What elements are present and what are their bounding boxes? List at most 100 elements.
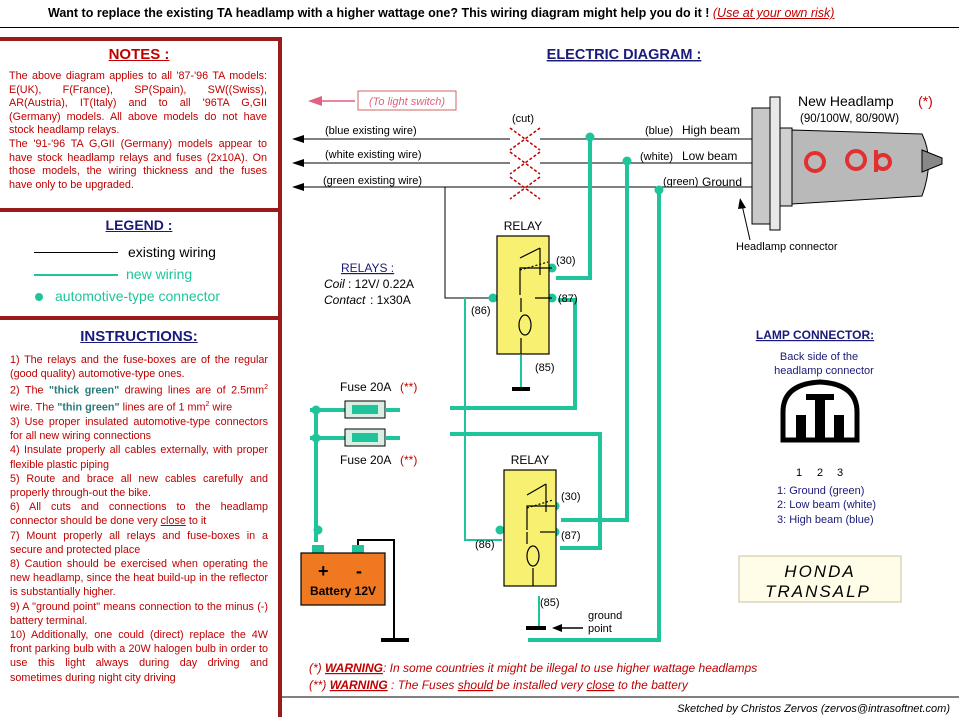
warning2-text-a: : The Fuses — [388, 678, 458, 692]
lamp-blue: (blue) — [645, 125, 673, 137]
cut-label: (cut) — [512, 113, 534, 125]
headlamp-title: New Headlamp — [798, 93, 894, 109]
battery-label: Battery 12V — [310, 584, 376, 598]
relays-coil-val: : 12V/ 0.22A — [348, 277, 414, 291]
warning1-mark: (*) — [309, 661, 322, 675]
legend-new-line — [34, 274, 118, 276]
warning2-label: WARNING — [330, 678, 388, 692]
left-column-divider — [278, 37, 282, 717]
headlamp-wattage: (90/100W, 80/90W) — [800, 113, 899, 125]
relay2-pin86: (86) — [475, 539, 495, 551]
new-wires-thin — [464, 298, 540, 628]
battery-body — [300, 552, 386, 606]
headlamp-connector-pointer-head — [738, 198, 746, 209]
lamp-connector-shape — [780, 379, 860, 443]
battery-terminal-minus — [352, 545, 364, 553]
relays-coil-label: Coil — [324, 277, 345, 291]
instructions-body: 1) The relays and the fuse-boxes are of … — [10, 353, 268, 685]
warning1-label: WARNING — [325, 661, 383, 675]
instr-2-i: wire — [209, 401, 233, 414]
logo-box — [738, 555, 902, 603]
page-header: Want to replace the existing TA headlamp… — [48, 6, 834, 20]
instr-5: 5) Route and brace all new cables carefu… — [10, 472, 268, 500]
relays-title: RELAYS : — [341, 261, 394, 275]
lamp-connector-pin-1: 1 — [796, 467, 802, 479]
relay2-pin30: (30) — [561, 491, 581, 503]
existing-wire-arrowheads — [292, 135, 304, 191]
wire-white-existing: (white existing wire) — [325, 149, 422, 161]
instr-2-thick: "thick green" — [48, 385, 120, 397]
relay1-label: RELAY — [504, 219, 542, 233]
diagram-title: ELECTRIC DIAGRAM : — [547, 47, 702, 63]
warning2-text-c: to the battery — [615, 678, 689, 692]
warning2-mark: (**) — [309, 678, 326, 692]
warning1: (*) WARNING: In some countries it might … — [309, 661, 757, 675]
warning2: (**) WARNING : The Fuses should be insta… — [309, 678, 689, 692]
relay1-internals — [518, 247, 552, 354]
legend-connector-dot — [35, 293, 43, 301]
warning2-text-b: be installed very — [493, 678, 586, 692]
relay1-pin85: (85) — [535, 362, 555, 374]
lamp-connector-p1: 1: Ground (green) — [777, 485, 864, 497]
fuse1-label: Fuse 20A — [340, 380, 391, 394]
ground-point-arrow-head — [552, 624, 562, 632]
relay1-pin30: (30) — [556, 255, 576, 267]
new-wires-thick — [310, 135, 661, 642]
lamp-high: High beam — [682, 123, 740, 137]
headlamp-connector-pointer — [741, 204, 751, 241]
fuse1-mark: (**) — [400, 380, 417, 394]
instr-6-c: to it — [185, 515, 207, 528]
header-risk: (Use at your own risk) — [712, 6, 835, 20]
lamp-connector-sub2: headlamp connector — [774, 365, 874, 377]
battery-terminal-plus — [312, 545, 324, 553]
notes-p2: The '91-'96 TA G,GII (Germany) models ap… — [9, 137, 267, 191]
relay2-body — [503, 469, 557, 587]
left-divider-1 — [0, 208, 280, 212]
logo-line2: TRANSALP — [765, 582, 871, 601]
instr-2-thin: "thin green" — [57, 401, 120, 414]
battery-plus: + — [318, 561, 329, 581]
instr-9: 9) A "ground point" means connection to … — [10, 600, 268, 627]
connector-dots — [311, 132, 664, 537]
instr-3: 3) Use proper insulated automotive-type … — [10, 416, 268, 443]
logo-line1: HONDA — [784, 562, 855, 581]
lamp-ground: Ground — [702, 175, 742, 189]
relays-contact-val: : 1x30A — [370, 293, 411, 307]
left-top-bar — [0, 37, 280, 41]
lamp-low: Low beam — [682, 149, 737, 163]
battery-minus: - — [356, 561, 362, 581]
legend-new-label: new wiring — [126, 266, 193, 282]
relays-contact-label: Contact — [324, 293, 366, 307]
notes-body: The above diagram applies to all '87-'96… — [9, 70, 267, 192]
instr-10: 10) Additionally, one could (direct) rep… — [10, 629, 268, 684]
warning1-text: : In some countries it might be illegal … — [383, 661, 757, 675]
legend-existing-label: existing wiring — [128, 244, 216, 260]
relay2-label: RELAY — [511, 453, 549, 467]
lamp-green: (green) — [663, 176, 698, 188]
instr-2: 2) The "thick green" drawing lines are o… — [10, 381, 268, 415]
warning2-should: should — [458, 678, 494, 692]
lamp-connector-sub1: Back side of the — [780, 351, 858, 363]
legend-title: LEGEND : — [105, 217, 173, 233]
relay2-pin87: (87) — [561, 530, 581, 542]
lamp-connector-pin-2: 2 — [817, 467, 823, 479]
legend-connector-label: automotive-type connector — [55, 288, 220, 304]
instr-6-a: 6) All cuts and connections to the headl… — [10, 501, 268, 528]
instr-2-c: drawing lines are of 2.5mm — [119, 385, 265, 397]
header-rule — [0, 27, 959, 28]
instructions-title: INSTRUCTIONS: — [80, 328, 198, 345]
fuse1-element — [352, 405, 378, 414]
instr-1: 1) The relays and the fuse-boxes are of … — [10, 354, 268, 381]
headlamp-asterisk: (*) — [918, 93, 933, 109]
fuse2-mark: (**) — [400, 453, 417, 467]
relay1-pin87: (87) — [558, 293, 578, 305]
relay1-pin86: (86) — [471, 305, 491, 317]
headlamp-bulb — [751, 96, 943, 231]
instr-2-sup1: 2 — [264, 384, 269, 392]
lamp-connector-pin-3: 3 — [837, 467, 843, 479]
wire-blue-existing: (blue existing wire) — [325, 125, 417, 137]
relay2-pin85: (85) — [540, 597, 560, 609]
light-switch-arrow-head — [308, 96, 322, 106]
warning2-close: close — [586, 678, 614, 692]
